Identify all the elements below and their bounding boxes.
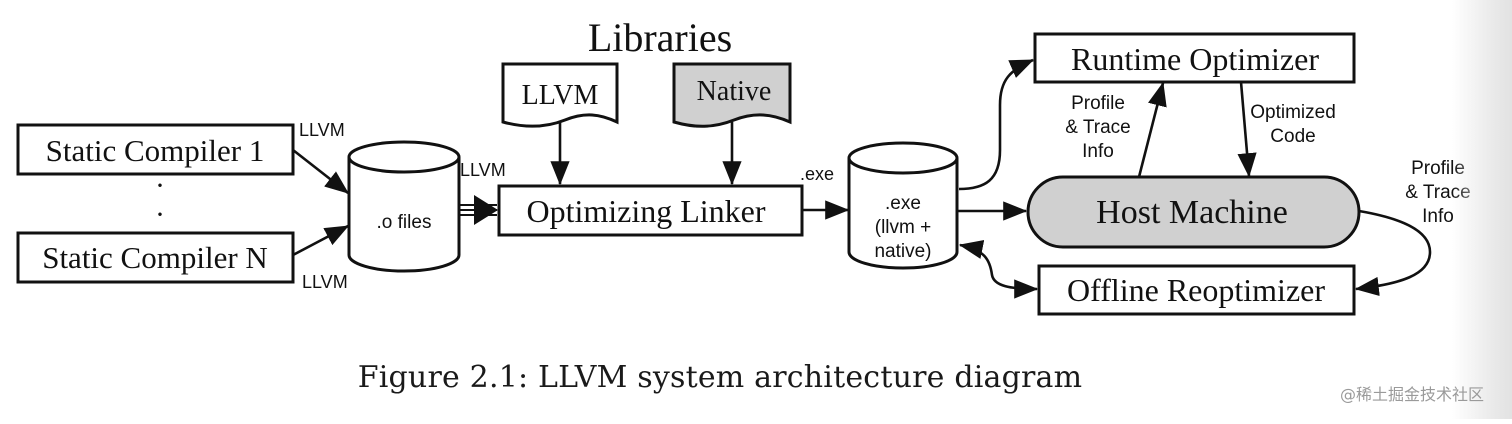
static-compiler-1-node: Static Compiler 1: [16, 123, 295, 176]
runtime-optimizer-node: Runtime Optimizer: [1033, 32, 1356, 84]
edge-label-host-runtime-3: Info: [1082, 141, 1114, 162]
runtime-optimizer-label: Runtime Optimizer: [1071, 41, 1319, 77]
edge-label-ofiles-llvm: LLVM: [460, 160, 506, 180]
figure-caption: Figure 2.1: LLVM system architecture dia…: [357, 360, 1083, 395]
o-files-label: .o files: [377, 212, 432, 233]
static-compiler-n-label: Static Compiler N: [42, 240, 268, 275]
edge-label-runtime-host-2: Code: [1270, 126, 1315, 147]
offline-reoptimizer-label: Offline Reoptimizer: [1067, 272, 1325, 308]
native-library-label: Native: [697, 76, 772, 107]
edge-compilerN-to-ofiles: [292, 224, 350, 257]
static-compiler-1-label: Static Compiler 1: [46, 133, 265, 168]
static-compiler-n-node: Static Compiler N: [16, 231, 295, 284]
edge-runtime-to-host: [1237, 81, 1257, 178]
right-edge-shadow: [1452, 0, 1512, 419]
o-files-store: .o files: [347, 140, 461, 273]
host-machine-node: Host Machine: [1026, 175, 1361, 249]
optimizing-linker-label: Optimizing Linker: [526, 193, 765, 229]
exe-label-line-3: native): [874, 241, 931, 262]
edge-host-to-runtime: [1137, 81, 1167, 178]
watermark: @稀土掘金技术社区: [1339, 385, 1484, 404]
edge-ofiles-to-linker: [459, 195, 498, 225]
edge-label-compilerN-llvm: LLVM: [302, 272, 348, 292]
edge-label-host-offline-3: Info: [1422, 206, 1454, 227]
libraries-title: Libraries: [588, 15, 732, 60]
exe-store: .exe (llvm + native): [847, 141, 959, 270]
edge-label-runtime-host-1: Optimized: [1250, 102, 1336, 123]
exe-label-line-2: (llvm +: [875, 217, 931, 238]
edge-label-host-runtime-2: & Trace: [1065, 117, 1130, 138]
native-library-node: Native: [672, 62, 792, 128]
edge-label-host-offline-1: Profile: [1411, 158, 1465, 179]
edge-label-exe: .exe: [800, 164, 834, 184]
exe-label-line-1: .exe: [885, 193, 921, 214]
edge-exe-offline-bidirectional: [958, 240, 1039, 299]
ellipsis-dot-1: ·: [155, 169, 165, 202]
llvm-library-node: LLVM: [501, 62, 619, 128]
edge-exe-to-runtime: [958, 58, 1035, 191]
edge-compiler1-to-ofiles: [292, 148, 349, 195]
optimizing-linker-node: Optimizing Linker: [497, 184, 804, 237]
edge-label-compiler1-llvm: LLVM: [299, 120, 345, 140]
edge-label-host-runtime-1: Profile: [1071, 93, 1125, 114]
edge-host-to-offline: [1354, 209, 1432, 296]
ellipsis-dot-2: ·: [155, 198, 165, 231]
llvm-library-label: LLVM: [522, 80, 599, 111]
host-machine-label: Host Machine: [1096, 194, 1288, 231]
offline-reoptimizer-node: Offline Reoptimizer: [1037, 264, 1356, 316]
